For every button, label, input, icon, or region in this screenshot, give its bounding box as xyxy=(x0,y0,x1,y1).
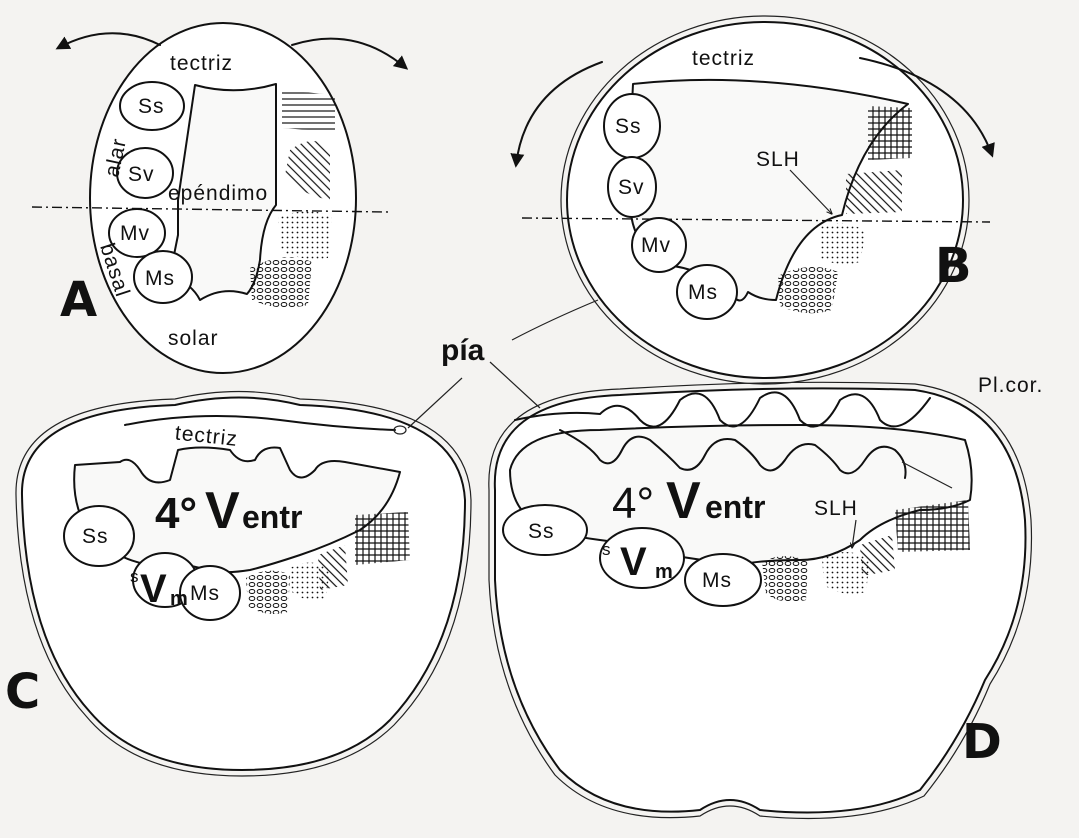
panel-c: tectriz 4° V entr Ss s V m Ms C xyxy=(5,392,471,777)
panel-c-brainstem xyxy=(22,398,465,771)
panel-a-mv-label: Mv xyxy=(120,222,150,245)
panel-c-circles-region xyxy=(246,571,290,614)
panel-b-dotted-region xyxy=(820,223,866,264)
panel-d-ss-label: Ss xyxy=(528,520,555,543)
panel-b-sv-label: Sv xyxy=(618,176,645,199)
panel-d-ventr-entr: entr xyxy=(705,489,765,525)
panel-c-ss-label: Ss xyxy=(82,525,109,548)
panel-b: tectriz Ss Sv Mv Ms SLH B xyxy=(516,16,992,384)
panel-d-ventr-4: 4° xyxy=(612,479,654,528)
panel-c-ventr-4: 4° xyxy=(155,489,197,538)
pia-pointer-d xyxy=(490,362,540,408)
panel-a-circles-region xyxy=(250,257,312,307)
panel-c-vm-s: s xyxy=(130,567,139,586)
panel-a: tectriz Ss Sv Mv Ms epéndimo solar alar … xyxy=(32,23,406,373)
panel-b-circles-region xyxy=(778,267,838,313)
panel-c-ventr-v: V xyxy=(205,482,240,540)
panel-d-dotted-region xyxy=(822,552,870,594)
panel-c-ventr-entr: entr xyxy=(242,499,302,535)
panel-a-sv-label: Sv xyxy=(128,163,155,186)
panel-a-dotted-region xyxy=(278,211,332,259)
panel-b-grid-hatch xyxy=(868,106,912,160)
panel-b-mv-label: Mv xyxy=(641,234,671,257)
panel-a-letter: A xyxy=(60,272,97,328)
panel-d-vm-m: m xyxy=(655,561,673,583)
panel-a-solar-label: solar xyxy=(168,327,219,350)
panel-a-ms-label: Ms xyxy=(145,267,175,290)
panel-d: 4° V entr Ss s V m Ms SLH Pl.cor. D xyxy=(489,374,1044,819)
panel-d-vm-v: V xyxy=(620,540,647,584)
panel-d-slh-label: SLH xyxy=(814,497,858,520)
panel-c-letter: C xyxy=(5,664,40,720)
panel-c-vm-v: V xyxy=(140,567,167,611)
pia-pointer-c xyxy=(408,378,462,428)
panel-b-slh-label: SLH xyxy=(756,148,800,171)
panel-b-diagonal-hatch xyxy=(846,170,902,214)
panel-d-plcor-label: Pl.cor. xyxy=(978,374,1043,397)
panel-c-grid-hatch xyxy=(355,512,410,565)
panel-d-ventr-v: V xyxy=(666,472,701,530)
panel-c-dotted-region xyxy=(290,562,330,600)
panel-c-vm-m: m xyxy=(170,588,188,610)
panel-a-horizontal-hatch xyxy=(282,90,335,132)
panel-d-letter: D xyxy=(962,714,1002,770)
pia-pointer-b xyxy=(512,300,598,340)
panel-d-vm-s: s xyxy=(602,540,611,559)
panel-d-circles-region xyxy=(762,556,808,602)
panel-a-arrow-left xyxy=(58,33,160,48)
panel-c-ms-label: Ms xyxy=(190,582,220,605)
panel-a-ependimo-label: epéndimo xyxy=(168,182,268,205)
panel-b-ss-label: Ss xyxy=(615,115,642,138)
panel-d-ms-label: Ms xyxy=(702,569,732,592)
panel-a-tectriz-label: tectriz xyxy=(170,52,233,75)
panel-b-ms-label: Ms xyxy=(688,281,718,304)
panel-a-ss-label: Ss xyxy=(138,95,165,118)
panel-b-tectriz-label: tectriz xyxy=(692,47,755,70)
pia-label: pía xyxy=(441,334,485,367)
panel-b-letter: B xyxy=(935,238,972,294)
